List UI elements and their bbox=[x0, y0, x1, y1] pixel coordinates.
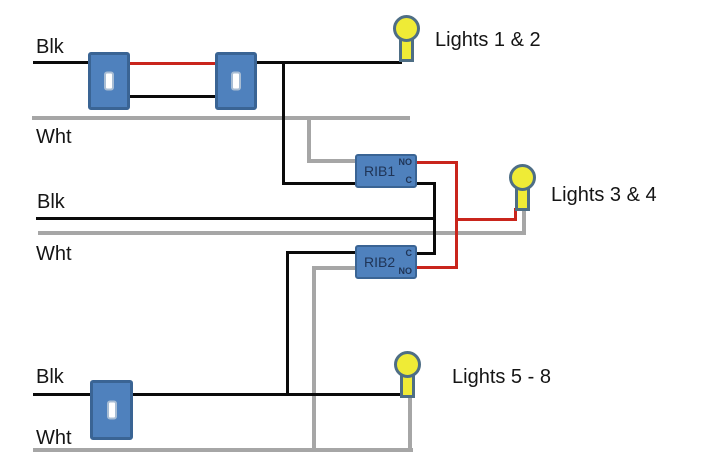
relay-name: RIB1 bbox=[364, 163, 396, 179]
bulb-glass bbox=[393, 15, 420, 42]
light-bulb-icon bbox=[509, 164, 536, 211]
hot-wire-segment bbox=[33, 61, 88, 64]
hot-wire-segment bbox=[416, 252, 433, 255]
hot-wire-segment bbox=[257, 61, 402, 64]
relay-terminal-no: NO bbox=[398, 266, 413, 276]
lights-5-8-label: Lights 5 - 8 bbox=[452, 366, 551, 388]
switched-wire-segment bbox=[455, 218, 517, 221]
neutral-wire-segment bbox=[408, 394, 412, 452]
hot-wire-segment bbox=[433, 182, 436, 255]
relay-rib2: RIB2 C NO bbox=[355, 245, 417, 279]
lights-1-2-label: Lights 1 & 2 bbox=[435, 29, 541, 51]
hot-wire-segment bbox=[286, 251, 289, 396]
switch-toggle bbox=[231, 71, 241, 91]
relay-name: RIB2 bbox=[364, 254, 396, 270]
bulb-glass bbox=[509, 164, 536, 191]
hot-wire-segment bbox=[282, 182, 356, 185]
switched-wire-segment bbox=[514, 208, 517, 221]
neutral-wire-segment bbox=[307, 116, 311, 163]
switched-wire-segment bbox=[416, 161, 458, 164]
lights-3-4-label: Lights 3 & 4 bbox=[551, 184, 657, 206]
neutral-wire-segment bbox=[32, 116, 410, 120]
toggle-switch-icon bbox=[215, 52, 257, 110]
hot-wire-segment bbox=[36, 217, 433, 220]
hot-wire-segment bbox=[282, 61, 285, 185]
neutral-label-top: Wht bbox=[36, 126, 72, 148]
switch-toggle bbox=[104, 71, 114, 91]
switched-wire-segment bbox=[416, 266, 455, 269]
hot-label-bottom: Blk bbox=[36, 366, 64, 388]
neutral-wire-segment bbox=[307, 159, 356, 163]
relay-terminal-no: NO bbox=[398, 157, 413, 167]
neutral-wire-segment bbox=[312, 266, 356, 270]
relay-terminal-c: C bbox=[405, 248, 413, 258]
switch-toggle bbox=[106, 400, 117, 420]
relay-terminal-c: C bbox=[405, 175, 413, 185]
toggle-switch-icon bbox=[88, 52, 130, 110]
neutral-wire-segment bbox=[312, 266, 316, 452]
neutral-label-bottom: Wht bbox=[36, 427, 72, 449]
hot-wire-segment bbox=[33, 393, 405, 396]
hot-label-middle: Blk bbox=[37, 191, 65, 213]
hot-wire-segment bbox=[286, 251, 356, 254]
neutral-wire-segment bbox=[522, 208, 526, 235]
relay-rib1: RIB1 NO C bbox=[355, 154, 417, 188]
hot-label-top: Blk bbox=[36, 36, 64, 58]
hot-wire-segment bbox=[416, 182, 436, 185]
switched-wire-segment bbox=[455, 161, 458, 269]
light-bulb-icon bbox=[393, 15, 420, 62]
switched-wire-segment bbox=[130, 62, 215, 65]
traveler-wire-segment bbox=[130, 95, 215, 98]
neutral-wire-segment bbox=[38, 231, 526, 235]
toggle-switch-icon bbox=[90, 380, 133, 440]
light-bulb-icon bbox=[394, 351, 421, 398]
neutral-wire-segment bbox=[33, 448, 413, 452]
bulb-glass bbox=[394, 351, 421, 378]
neutral-label-middle: Wht bbox=[36, 243, 72, 265]
